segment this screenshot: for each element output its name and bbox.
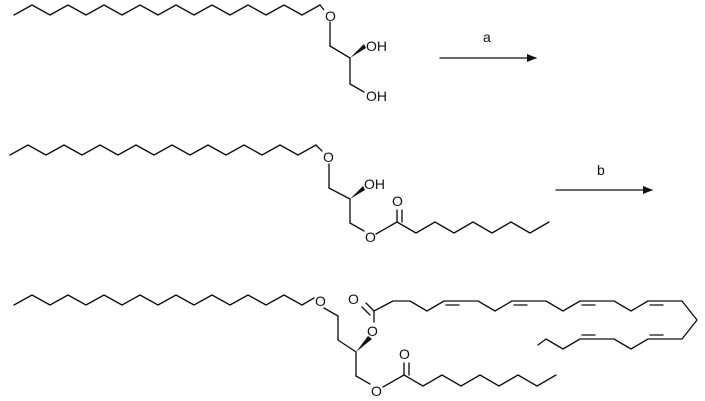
step-label-b: b [597, 162, 605, 178]
wedge-bond [350, 186, 365, 199]
atom-label-o: O [371, 383, 382, 399]
step-label-a: a [483, 29, 491, 45]
atom-label-oh: OH [364, 176, 385, 192]
compound-2: O OH O O [9, 144, 550, 245]
atom-label-oh: OH [366, 38, 387, 54]
atom-label-o: O [365, 229, 376, 245]
atom-label-o-carbonyl: O [348, 291, 359, 307]
wedge-bond [356, 336, 372, 352]
atom-label-o: O [367, 323, 378, 339]
atom-label-o-carbonyl: O [399, 346, 410, 362]
wedge-bond [350, 44, 366, 58]
atom-label-o: O [315, 293, 326, 309]
compound-1: O OH OH [13, 4, 387, 104]
compound-3: O O O O O [13, 291, 698, 399]
reaction-arrow-b: b [555, 162, 653, 194]
atom-label-o-carbonyl: O [392, 193, 403, 209]
atom-label-oh: OH [366, 88, 387, 104]
reaction-arrow-a: a [439, 29, 537, 62]
atom-label-o: O [325, 8, 336, 24]
atom-label-o: O [323, 149, 334, 165]
